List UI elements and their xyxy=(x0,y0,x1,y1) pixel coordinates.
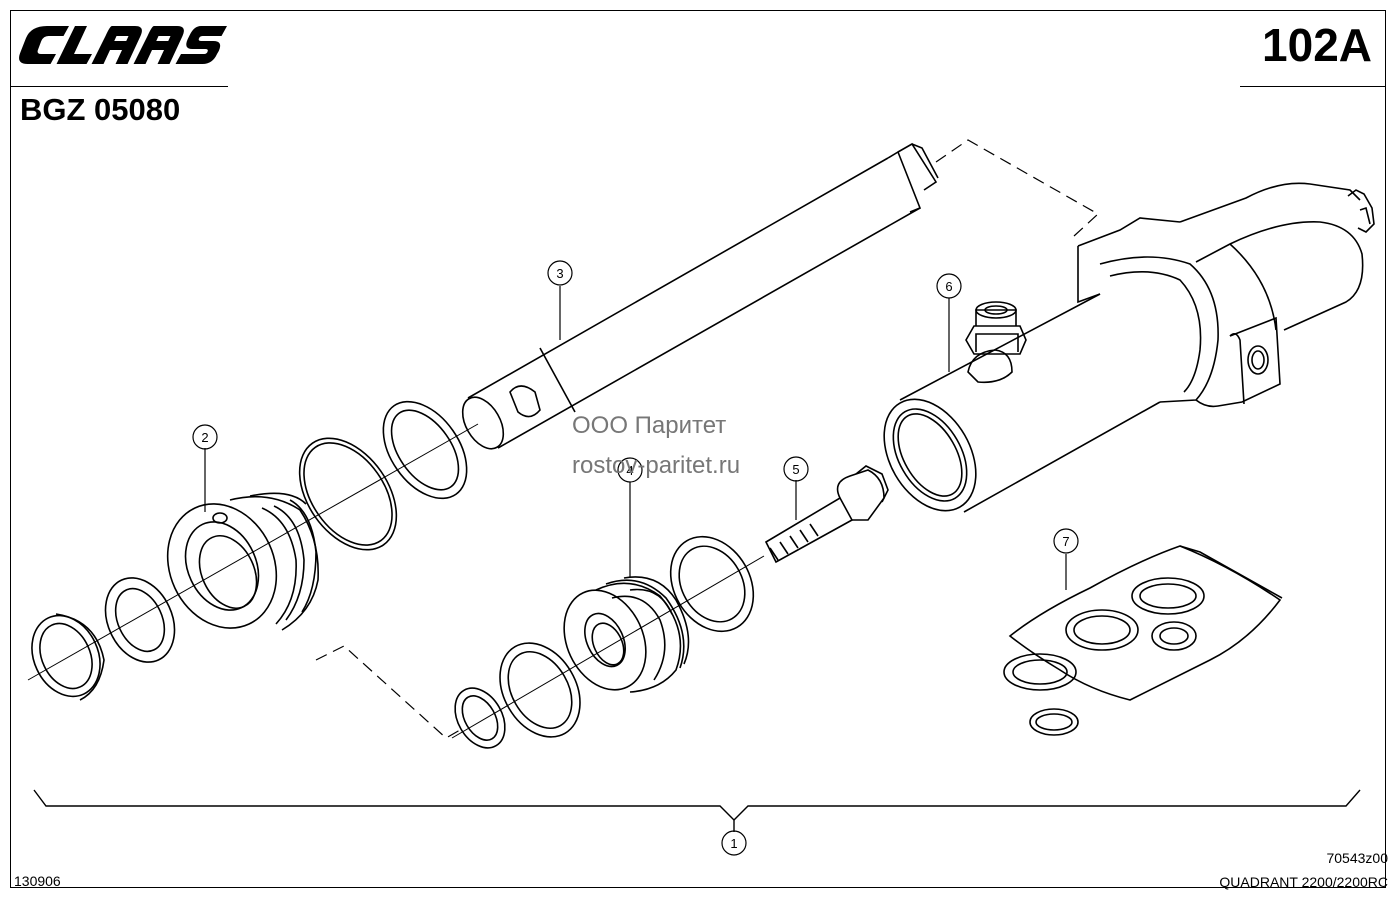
callout-circles xyxy=(192,260,1079,856)
callout-4: 4 xyxy=(626,463,633,478)
date-code: 130906 xyxy=(14,873,61,889)
part-code: BGZ 05080 xyxy=(20,92,181,127)
piston xyxy=(563,576,690,693)
callout-circle-1 xyxy=(721,830,747,856)
seal-kit-bag xyxy=(1003,545,1283,736)
bolt xyxy=(764,465,889,564)
callout-circle-5 xyxy=(783,456,809,482)
callout-6: 6 xyxy=(945,279,952,294)
seal-rings-center xyxy=(451,535,765,749)
assembly-brace xyxy=(33,789,1361,832)
callout-1: 1 xyxy=(730,836,737,851)
callout-circle-7 xyxy=(1053,528,1079,554)
callout-circle-3 xyxy=(547,260,573,286)
header-rule-right xyxy=(1240,86,1386,87)
dashed-leader-lines xyxy=(315,139,1100,739)
callout-leaders xyxy=(204,286,1067,590)
callout-7: 7 xyxy=(1062,534,1069,549)
drawing-frame xyxy=(10,10,1386,888)
callout-3: 3 xyxy=(556,266,563,281)
piston-rod xyxy=(461,142,939,450)
drawing-number: 70543z00 xyxy=(1326,850,1388,866)
callout-circle-6 xyxy=(936,273,962,299)
callout-2: 2 xyxy=(201,430,208,445)
cylinder-body xyxy=(883,182,1375,513)
callout-numbers: 3 2 6 7 4 5 1 xyxy=(201,266,1069,851)
model-name: QUADRANT 2200/2200RC xyxy=(1219,874,1388,890)
page-number: 102A xyxy=(1262,19,1372,71)
watermark-company: ООО Паритет xyxy=(572,412,727,439)
watermark-url: rostov-paritet.ru xyxy=(572,452,741,479)
header-rule-left xyxy=(10,86,228,87)
seal-rings-left xyxy=(27,400,479,701)
callout-circle-4 xyxy=(617,457,643,483)
claas-logo: CLAAS xyxy=(18,22,238,73)
callout-circle-2 xyxy=(192,424,218,450)
callout-5: 5 xyxy=(792,462,799,477)
